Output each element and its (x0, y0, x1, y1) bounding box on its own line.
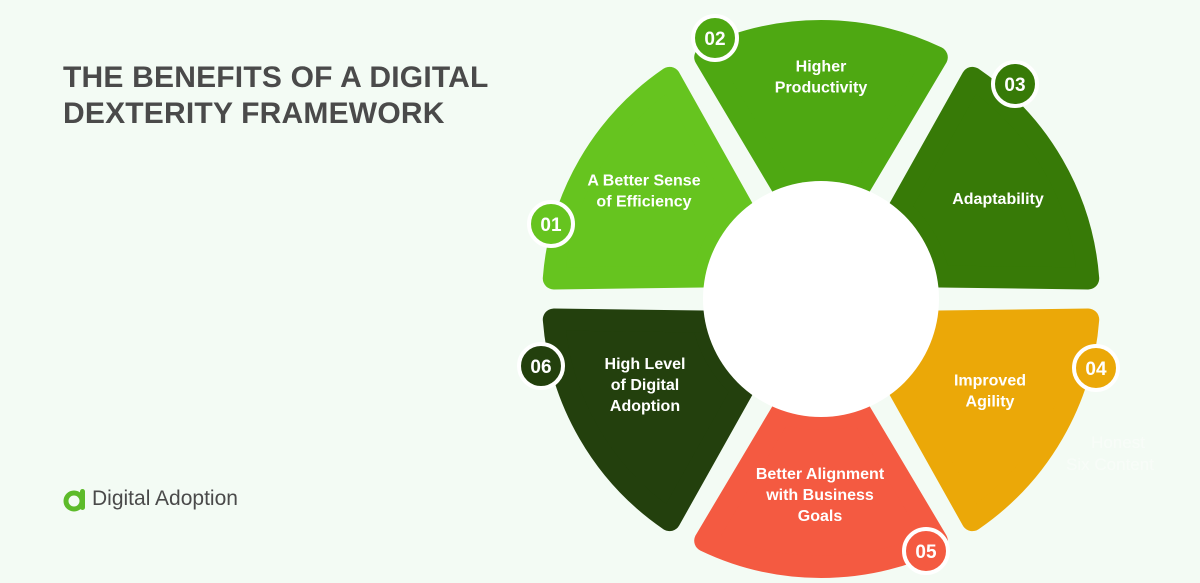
segment-label-03: Adaptability (952, 191, 1044, 208)
badge-circle (527, 200, 575, 248)
title-line-2: DEXTERITY FRAMEWORK (63, 97, 445, 130)
segment-05 (694, 401, 948, 578)
segment-label-line: Goals (798, 508, 843, 525)
center-circle (703, 181, 939, 417)
watermark-line-2: Six Content (1066, 455, 1154, 474)
segment-label-line: Improved (954, 373, 1026, 390)
badge-circle (517, 342, 565, 390)
badge-circle (1072, 344, 1120, 392)
title-line-1: THE BENEFITS OF A DIGITAL (63, 61, 489, 94)
badge-number: 06 (530, 357, 551, 378)
segment-label-line: Productivity (775, 80, 868, 97)
watermark-line-1: Honest (1091, 433, 1145, 452)
badge-number: 02 (704, 29, 725, 50)
badge-circle (991, 60, 1039, 108)
number-badge-03: 03 (991, 60, 1039, 108)
segment-label-line: Better Alignment (756, 466, 885, 483)
segment-06 (542, 308, 754, 532)
badge-number: 01 (540, 215, 562, 236)
segment-label-line: Higher (796, 59, 847, 76)
page-title: THE BENEFITS OF A DIGITAL DEXTERITY FRAM… (63, 60, 523, 132)
segment-label-01: A Better Sense of Efficiency (587, 173, 700, 211)
segment-label-line: with Business (765, 487, 874, 504)
segment-label-line: of Efficiency (596, 194, 691, 211)
segment-label-line: A Better Sense (587, 173, 700, 190)
number-badge-04: 04 (1072, 344, 1120, 392)
segment-label-line: Adaptability (952, 191, 1044, 208)
segment-04 (888, 308, 1100, 532)
badge-circle (691, 14, 739, 62)
badge-circle (902, 527, 950, 575)
segment-02 (694, 20, 948, 197)
number-badge-02: 02 (691, 14, 739, 62)
segment-03 (888, 66, 1100, 290)
ring-segments (542, 20, 1100, 578)
segment-label-line: of Digital (611, 377, 679, 394)
badge-number: 03 (1004, 75, 1025, 96)
number-badge-05: 05 (902, 527, 950, 575)
badge-number: 05 (915, 542, 937, 563)
segment-label-line: Agility (966, 394, 1015, 411)
brand-logo: Digital Adoption (62, 486, 238, 512)
number-badge-01: 01 (527, 200, 575, 248)
segment-label-line: Adoption (610, 398, 680, 415)
logo-text: Digital Adoption (92, 487, 238, 510)
number-badge-06: 06 (517, 342, 565, 390)
segment-label-line: High Level (605, 356, 686, 373)
digital-adoption-logo-icon (63, 489, 85, 512)
badge-number: 04 (1085, 359, 1107, 380)
